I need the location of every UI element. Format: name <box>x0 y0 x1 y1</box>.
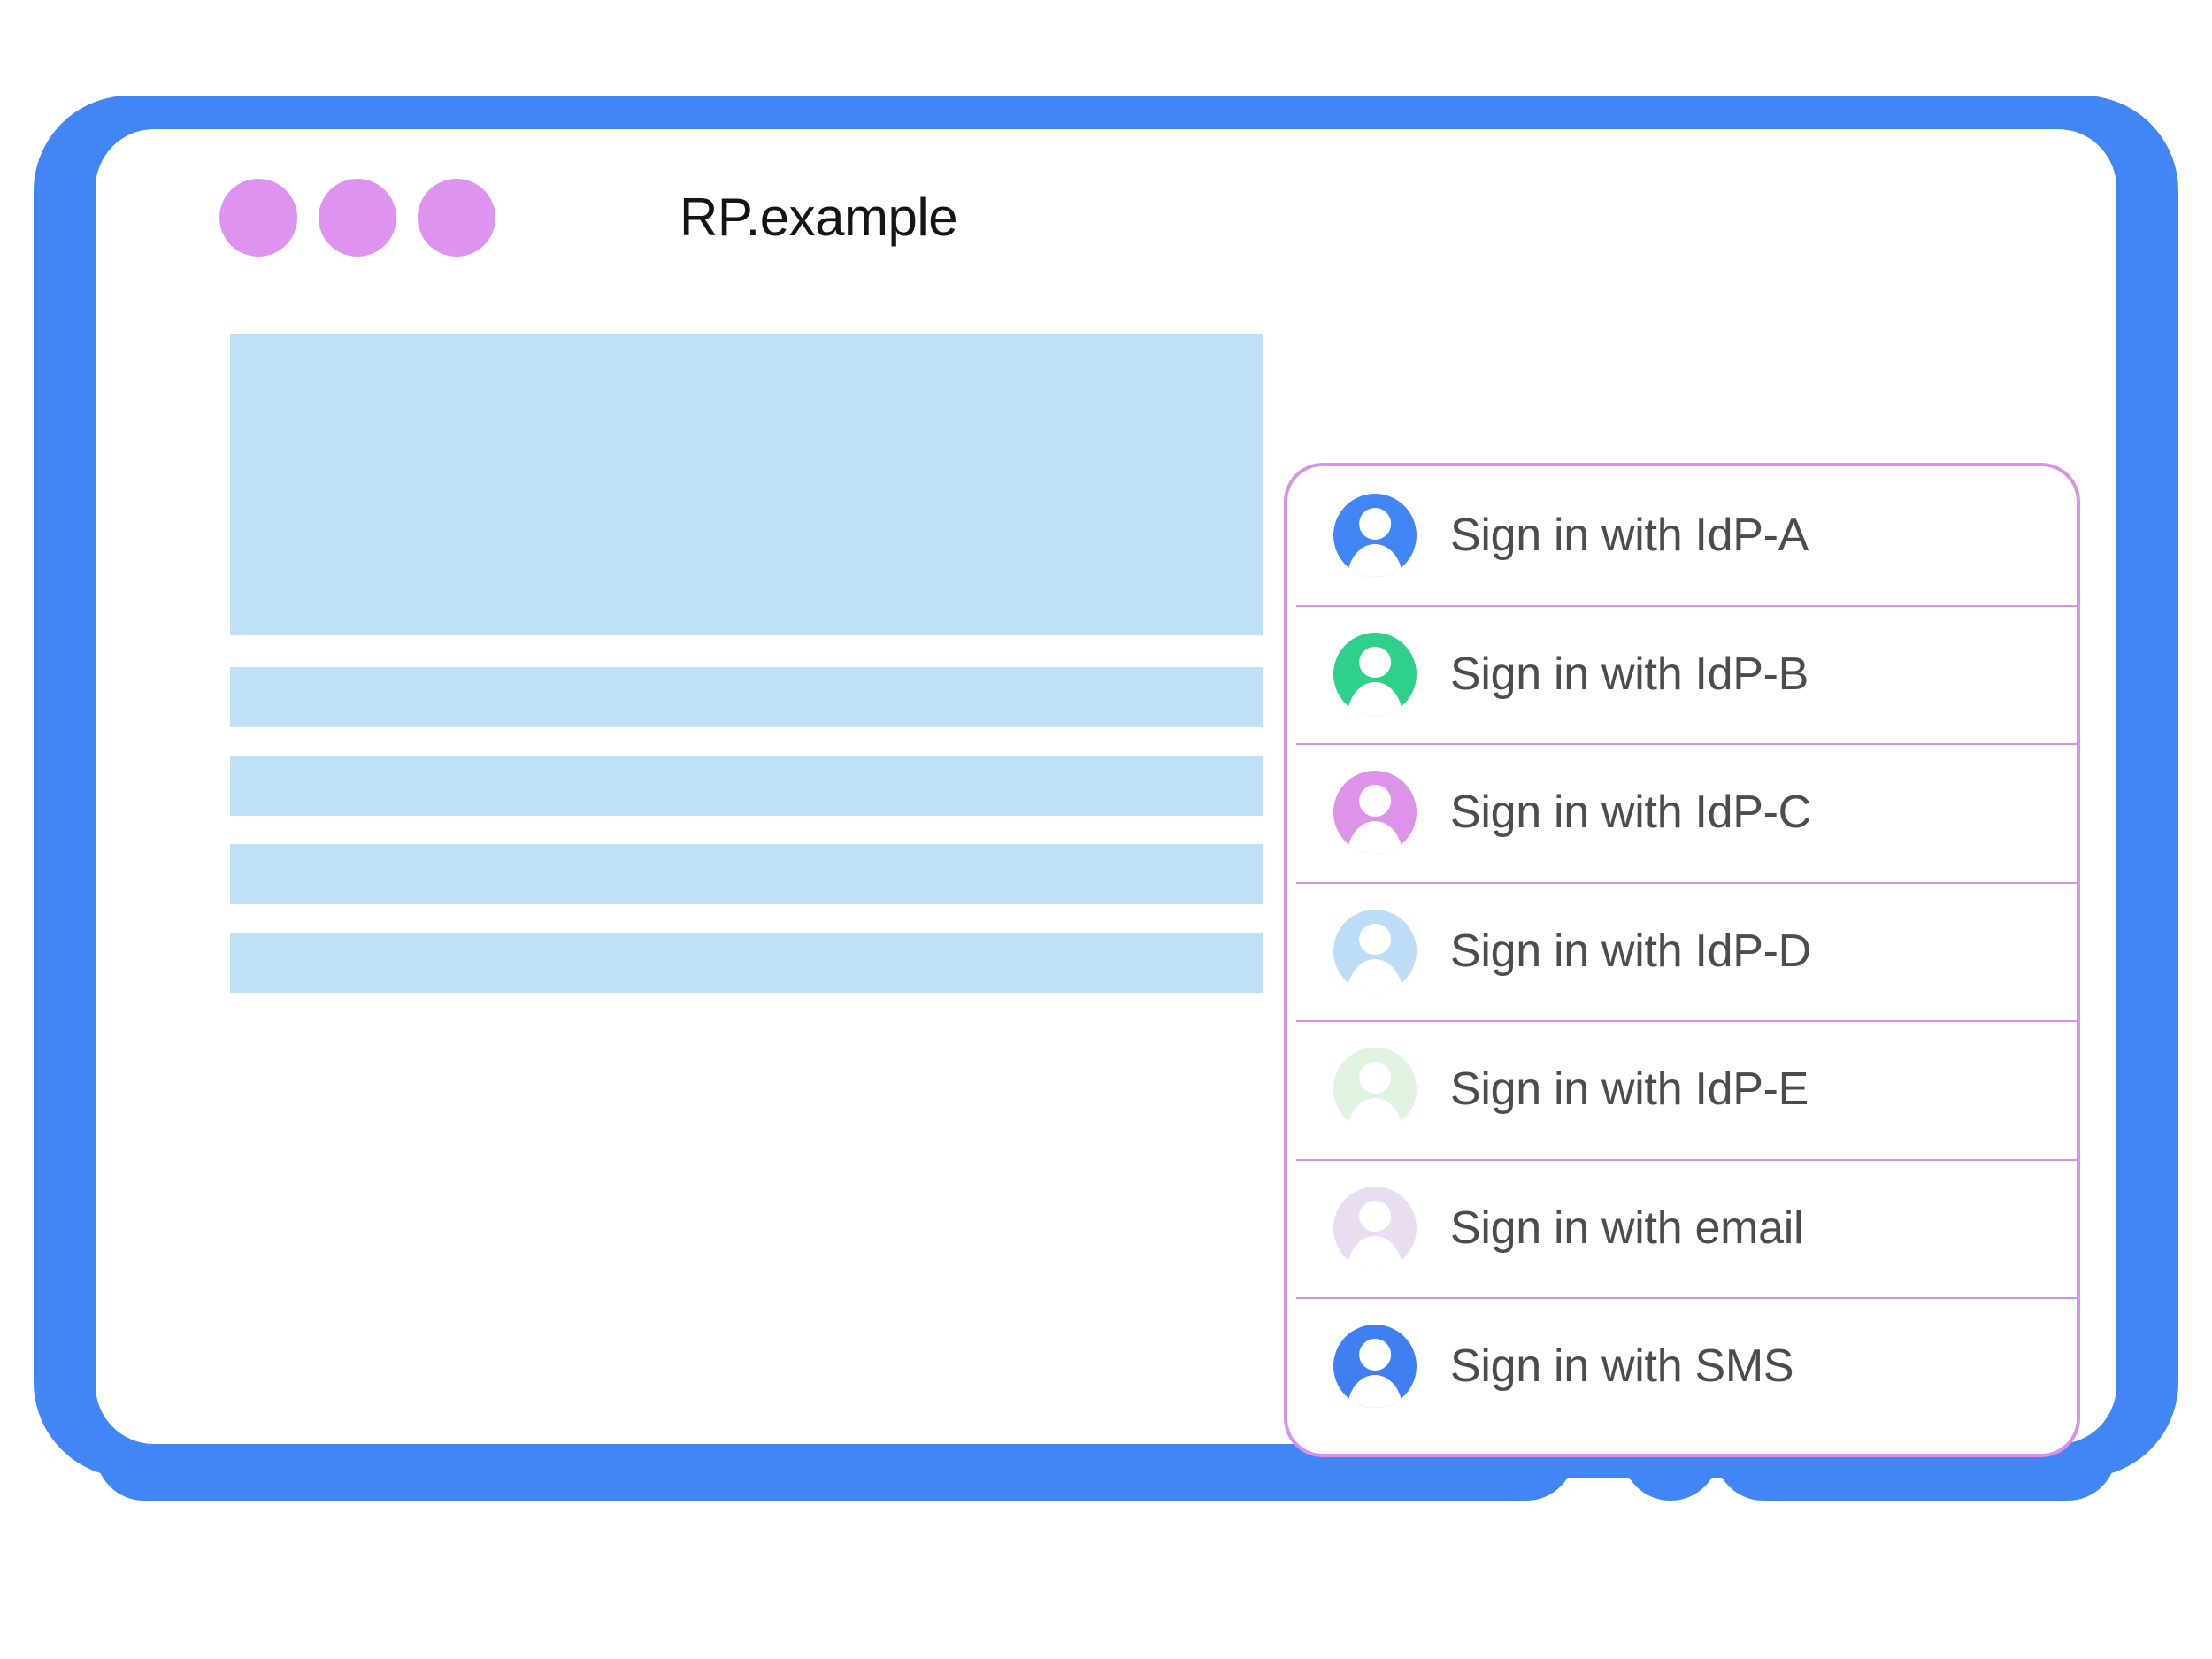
page-title: RP.example <box>680 188 958 247</box>
window-dot-3-icon[interactable] <box>418 179 495 257</box>
account-row[interactable]: Sign in with IdP-C <box>1287 743 2080 882</box>
person-avatar-icon <box>1333 1325 1417 1409</box>
person-avatar-icon <box>1333 771 1417 855</box>
account-label: Sign in with IdP-A <box>1450 510 1809 562</box>
window-dot-2-icon[interactable] <box>319 179 396 257</box>
account-row[interactable]: Sign in with IdP-E <box>1287 1020 2080 1159</box>
account-row[interactable]: Sign in with email <box>1287 1158 2080 1298</box>
account-label: Sign in with SMS <box>1450 1340 1794 1393</box>
account-chooser-dialog: Sign in with IdP-A Sign in with IdP-B Sign… <box>1284 463 2080 1457</box>
hero-placeholder <box>230 334 1263 635</box>
text-placeholder-4 <box>230 933 1263 993</box>
person-avatar-icon <box>1333 909 1417 993</box>
person-avatar-icon <box>1333 494 1417 578</box>
account-row[interactable]: Sign in with SMS <box>1287 1297 2080 1436</box>
browser-titlebar: RP.example <box>96 129 2116 288</box>
text-placeholder-2 <box>230 756 1263 816</box>
account-label: Sign in with IdP-C <box>1450 787 1811 839</box>
page-content-placeholders <box>230 334 1263 1021</box>
account-row[interactable]: Sign in with IdP-D <box>1287 881 2080 1021</box>
text-placeholder-1 <box>230 667 1263 727</box>
window-dot-1-icon[interactable] <box>219 179 297 257</box>
account-label: Sign in with IdP-D <box>1450 925 1811 977</box>
text-placeholder-3 <box>230 844 1263 904</box>
person-avatar-icon <box>1333 632 1417 716</box>
person-avatar-icon <box>1333 1048 1417 1132</box>
account-label: Sign in with IdP-B <box>1450 648 1809 700</box>
account-row[interactable]: Sign in with IdP-A <box>1287 466 2077 605</box>
account-label: Sign in with IdP-E <box>1450 1064 1809 1116</box>
account-list: Sign in with IdP-A Sign in with IdP-B Sign… <box>1287 466 2080 1454</box>
account-label: Sign in with email <box>1450 1202 1804 1254</box>
person-avatar-icon <box>1333 1186 1417 1270</box>
account-row[interactable]: Sign in with IdP-B <box>1287 604 2080 744</box>
